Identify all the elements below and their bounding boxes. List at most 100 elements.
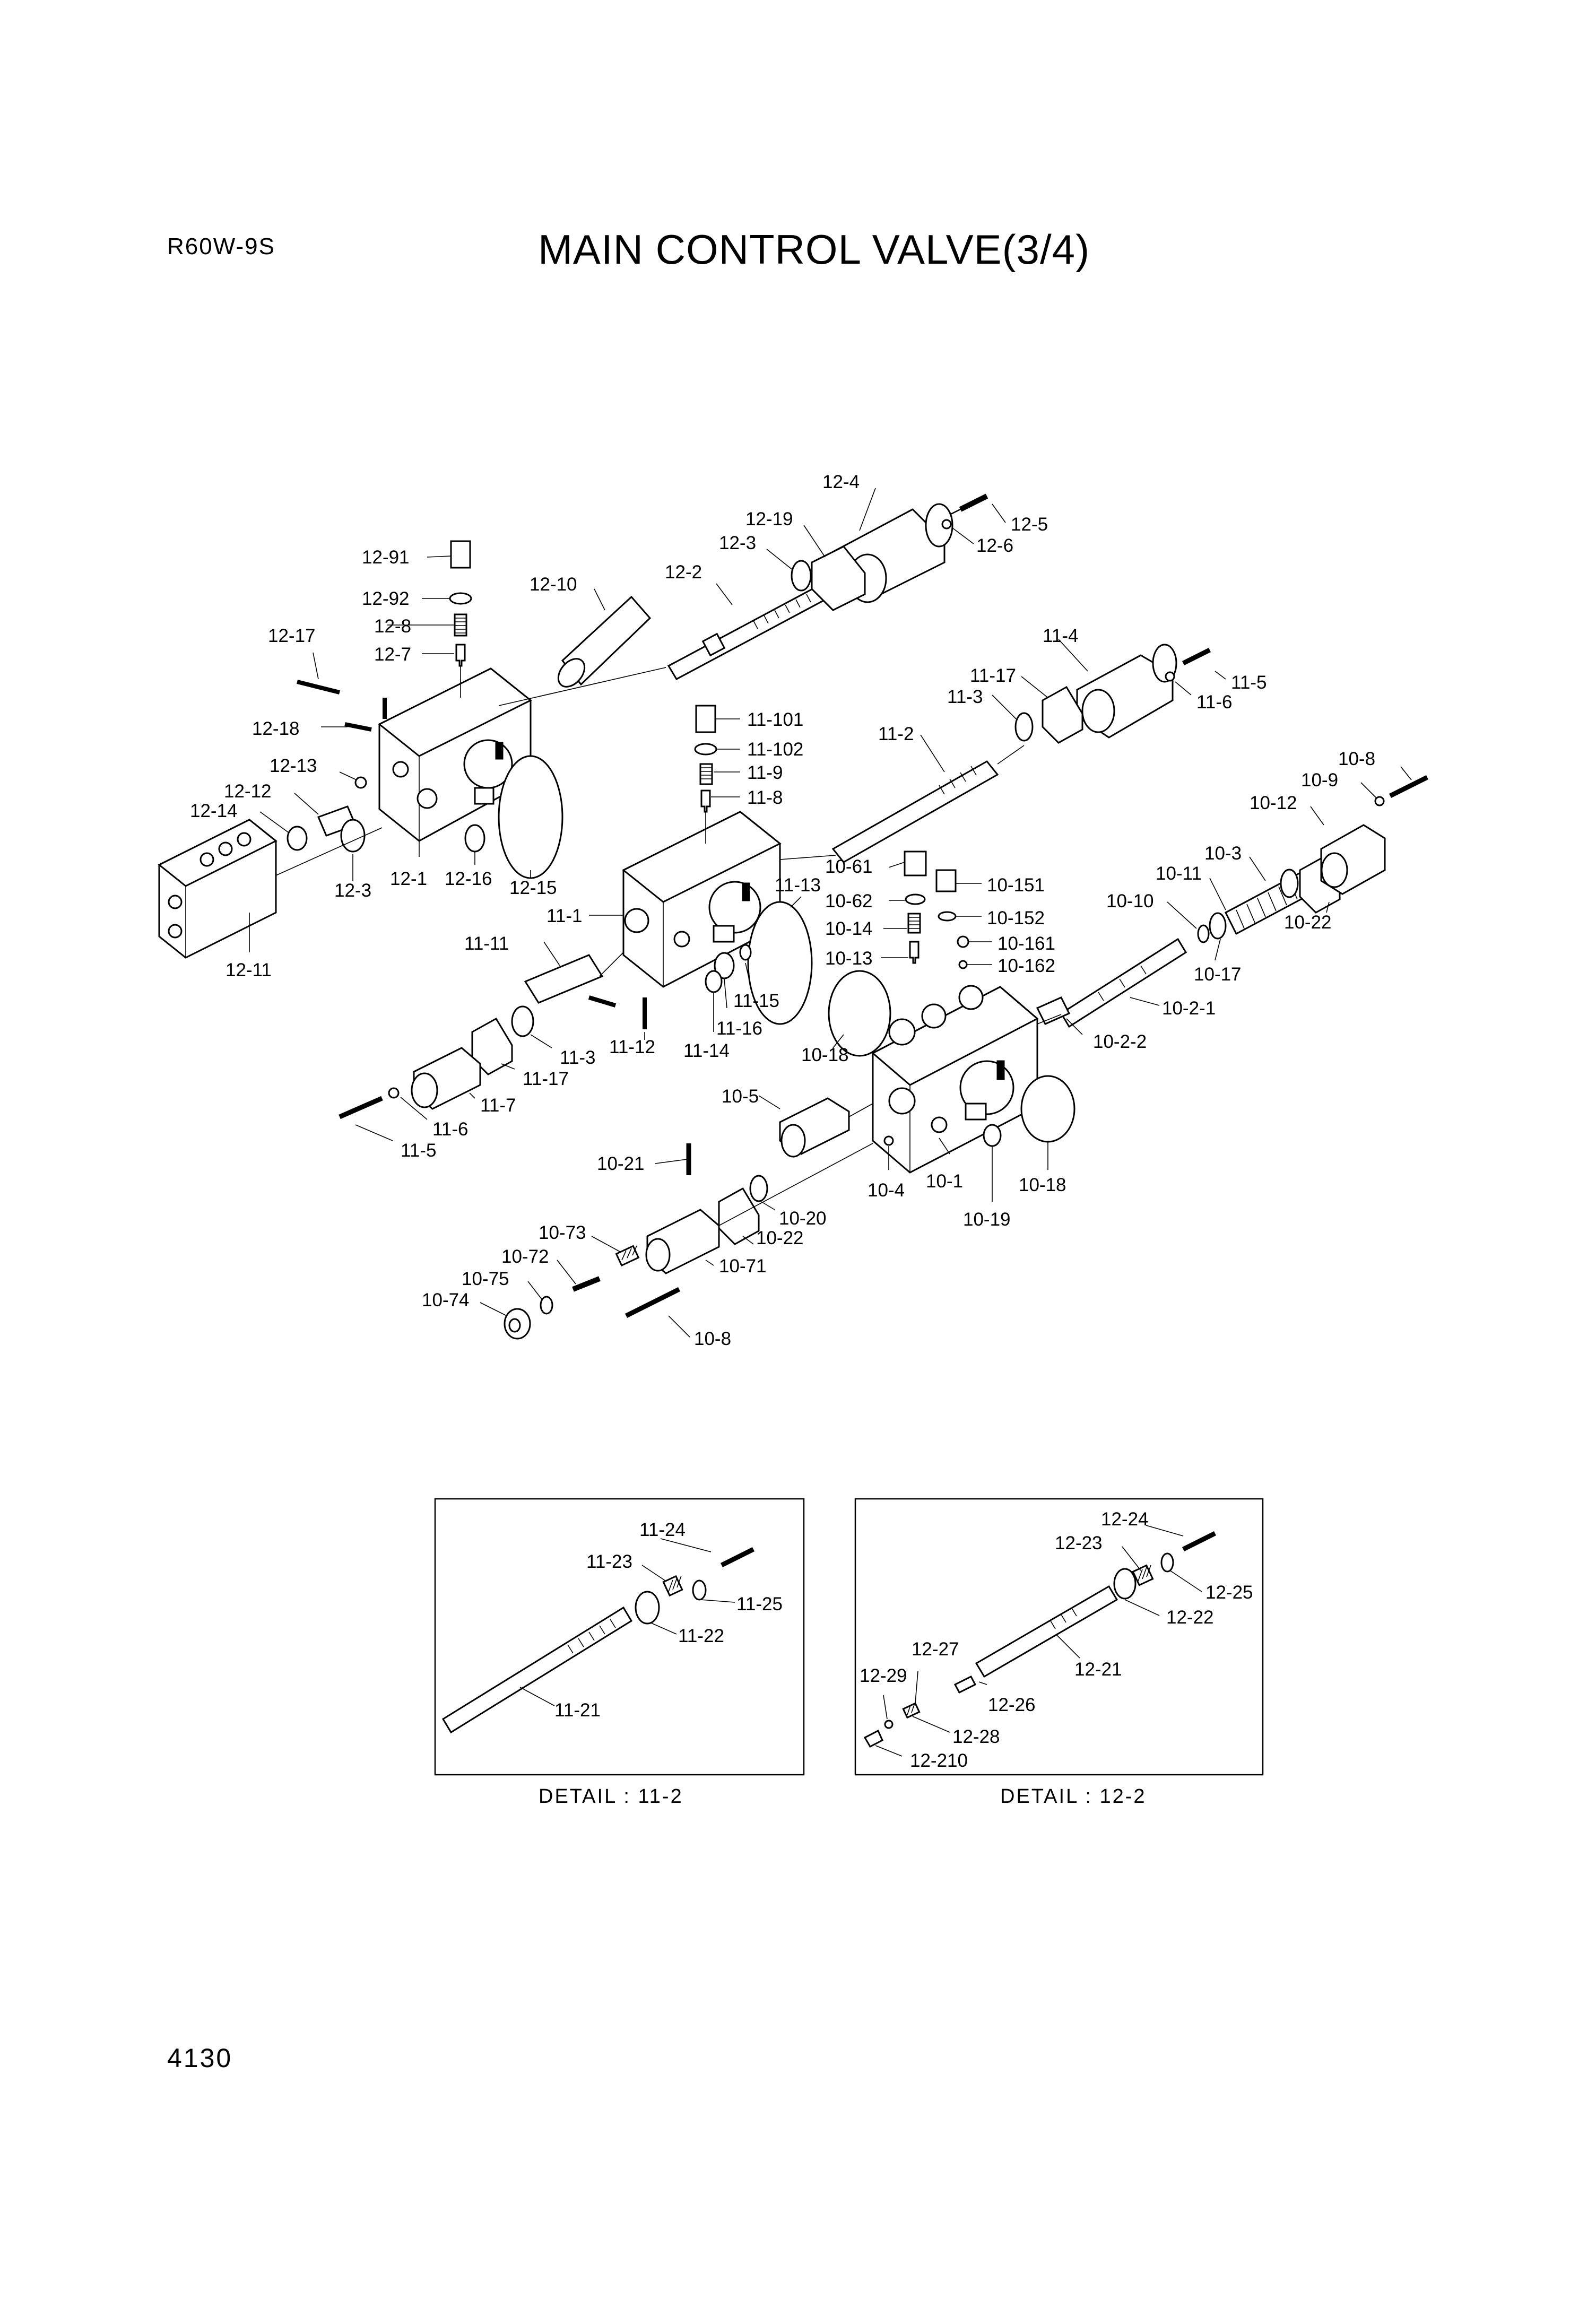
callout-10-2-1: 10-2-1 — [1162, 998, 1216, 1019]
callout-10-74: 10-74 — [422, 1290, 470, 1310]
poppet-11-8 — [700, 789, 711, 813]
oring-11-102 — [694, 743, 717, 756]
callout-10-10: 10-10 — [1106, 891, 1154, 912]
callout-11-3-lower: 11-3 — [560, 1047, 595, 1068]
oring-12-3-lower — [340, 819, 366, 853]
oring-10-62 — [905, 893, 926, 905]
detail-callout-11-23: 11-23 — [586, 1551, 632, 1572]
spool-10-2-1 — [1060, 938, 1187, 1028]
oring-11-15 — [739, 944, 752, 961]
detail-box-11-2: 11-24 11-23 11-25 11-22 11-21 — [434, 1498, 805, 1776]
detail-callout-11-25: 11-25 — [736, 1594, 783, 1615]
callout-10-18-lower: 10-18 — [1019, 1175, 1066, 1195]
oring-10-18-lower — [1020, 1075, 1075, 1143]
detail-callout-12-26: 12-26 — [988, 1695, 1036, 1715]
spring-10-14 — [907, 913, 921, 934]
detail-caption-11-2: DETAIL : 11-2 — [539, 1785, 683, 1808]
callout-12-92: 12-92 — [362, 588, 410, 609]
oring-10-162 — [958, 960, 968, 969]
callout-12-91: 12-91 — [362, 547, 410, 568]
bolt-11-5-upper — [1182, 647, 1211, 666]
callout-11-9: 11-9 — [747, 762, 783, 783]
washer-11-6-lower — [388, 1087, 400, 1099]
spool-11-2 — [831, 760, 999, 863]
callout-11-12: 11-12 — [609, 1037, 655, 1057]
detail-box-12-2: 12-24 12-23 12-25 12-22 12-27 12-21 12-2… — [854, 1498, 1264, 1776]
washer-10-10 — [1197, 924, 1210, 943]
oring-12-3-upper — [791, 560, 812, 592]
page-title: MAIN CONTROL VALVE(3/4) — [537, 226, 1090, 273]
spool-12-2 — [667, 583, 832, 680]
oring-10-19 — [983, 1124, 1002, 1147]
model-number: R60W-9S — [167, 233, 275, 259]
callout-10-75: 10-75 — [462, 1269, 509, 1289]
callout-11-11: 11-11 — [464, 933, 509, 954]
oring-10-152 — [938, 911, 957, 922]
detail-callout-12-21: 12-21 — [1074, 1659, 1122, 1680]
detail-callout-12-27: 12-27 — [912, 1639, 959, 1660]
callout-12-6: 12-6 — [976, 535, 1013, 556]
oring-10-22-right — [1280, 869, 1299, 898]
plug-12-91 — [450, 540, 471, 569]
detail-callout-12-210: 12-210 — [910, 1750, 968, 1771]
callout-10-1: 10-1 — [926, 1171, 963, 1192]
callout-11-8: 11-8 — [747, 787, 783, 808]
callout-11-5-lower: 11-5 — [401, 1140, 436, 1161]
oring-12-15 — [498, 755, 563, 879]
callout-10-9: 10-9 — [1301, 770, 1338, 791]
callout-10-21: 10-21 — [597, 1153, 645, 1174]
bolt-11-5-lower — [339, 1096, 383, 1119]
callout-10-62: 10-62 — [825, 891, 873, 912]
cover-11-4 — [1076, 644, 1177, 739]
spring-12-8 — [454, 613, 467, 637]
spring-11-9 — [699, 763, 713, 785]
callout-10-162: 10-162 — [998, 956, 1055, 976]
callout-10-8-lower: 10-8 — [694, 1329, 731, 1349]
plug-10-161 — [957, 935, 969, 948]
callout-12-13: 12-13 — [270, 756, 317, 776]
oring-10-4 — [883, 1135, 894, 1146]
detail-caption-12-2: DETAIL : 12-2 — [1000, 1785, 1147, 1808]
callout-10-12: 10-12 — [1250, 793, 1297, 813]
callout-12-19: 12-19 — [745, 509, 793, 530]
oring-11-13 — [747, 901, 813, 1025]
valve-block-10-1 — [871, 985, 1039, 1174]
oring-10-18-upper — [828, 970, 891, 1057]
section-11-parts — [339, 644, 1211, 1119]
valve-block-11-1 — [622, 811, 782, 988]
bolt-12-18-a — [344, 722, 372, 732]
callout-12-1: 12-1 — [390, 869, 427, 889]
callout-11-16: 11-16 — [716, 1018, 762, 1039]
callout-labels: 12-4 12-5 12-19 12-3 12-6 12-2 12-91 12-… — [190, 472, 1375, 1349]
sleeve-12-10 — [557, 595, 652, 688]
callout-10-61: 10-61 — [825, 856, 873, 877]
detail-callout-11-22: 11-22 — [678, 1626, 724, 1646]
callout-12-2: 12-2 — [665, 562, 702, 583]
callout-11-1: 11-1 — [547, 906, 582, 926]
callout-10-3: 10-3 — [1204, 843, 1242, 864]
callout-12-18: 12-18 — [252, 718, 300, 739]
callout-11-7: 11-7 — [480, 1095, 516, 1116]
bolt-12-17 — [297, 680, 340, 695]
plug-10-151 — [935, 869, 957, 892]
callout-11-17-lower: 11-17 — [523, 1069, 569, 1089]
callout-12-7: 12-7 — [374, 644, 411, 665]
callout-11-15: 11-15 — [733, 991, 779, 1011]
callout-10-22-lower: 10-22 — [756, 1228, 804, 1248]
oring-12-14 — [287, 826, 308, 851]
sleeve-11-11 — [524, 954, 604, 1004]
callout-12-12: 12-12 — [224, 781, 272, 802]
callout-11-14: 11-14 — [683, 1040, 730, 1061]
callout-12-10: 12-10 — [530, 574, 577, 595]
callout-10-152: 10-152 — [987, 908, 1045, 928]
cover-11-7 — [411, 1047, 481, 1110]
bolt-10-8-lower — [624, 1287, 681, 1318]
gasket-12-19 — [811, 545, 866, 611]
detail-callout-12-28: 12-28 — [952, 1726, 1000, 1747]
bolt-11-12-b — [588, 995, 617, 1008]
oring-11-16 — [714, 952, 735, 979]
cover-10-12 — [1320, 824, 1386, 895]
valve-block-12-1 — [378, 667, 532, 842]
detail-callout-11-24: 11-24 — [639, 1520, 686, 1540]
callout-11-6: 11-6 — [1196, 692, 1232, 713]
